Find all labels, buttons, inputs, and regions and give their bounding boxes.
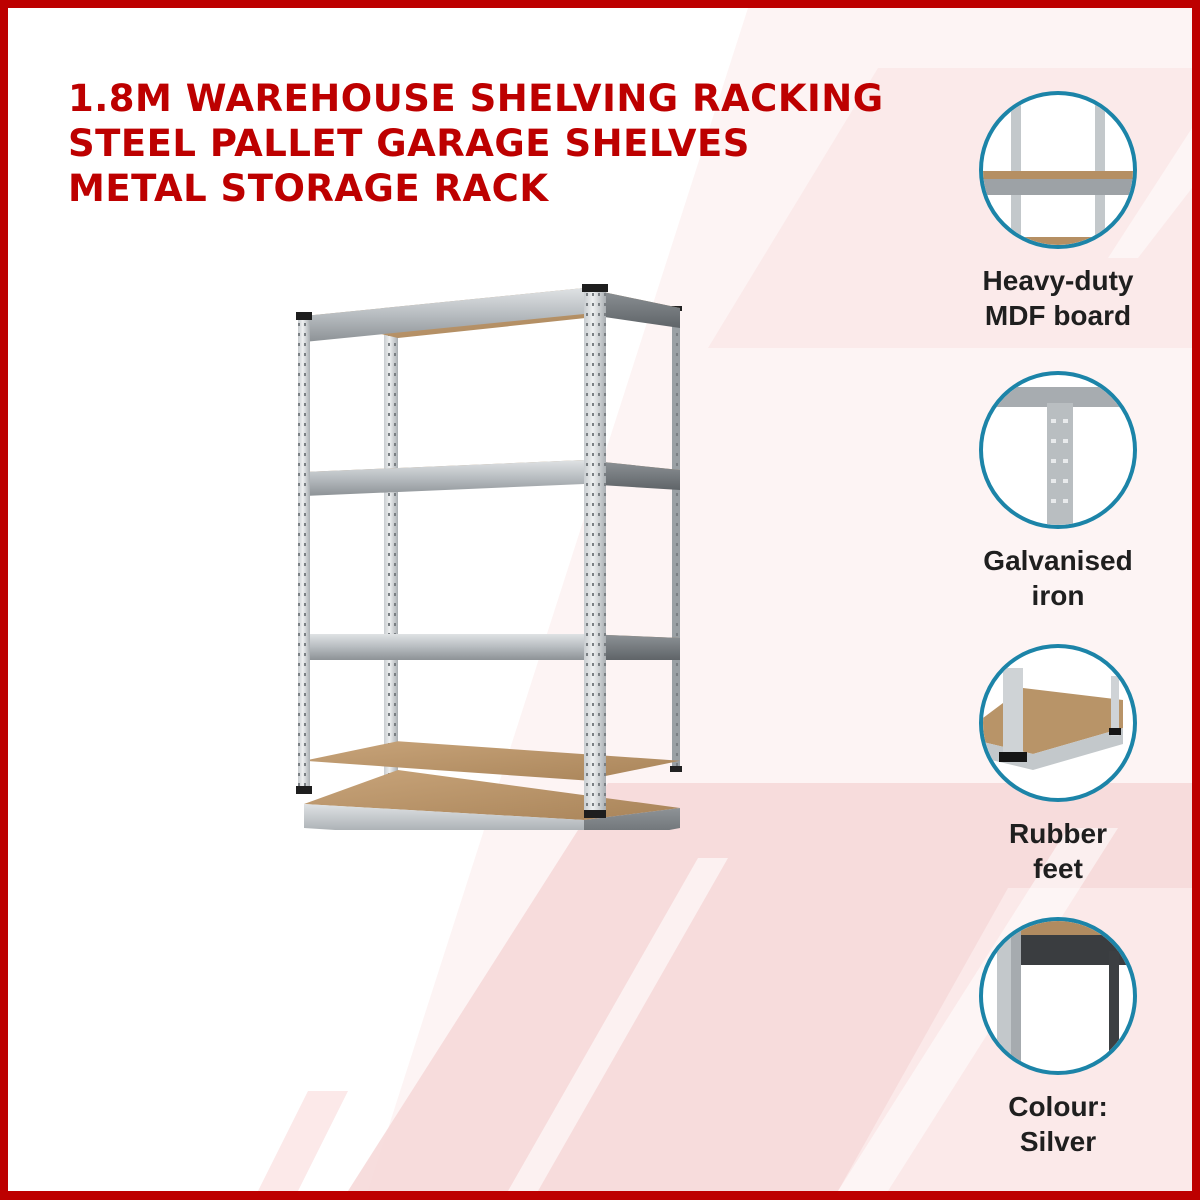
feature-caption: Heavy-duty MDF board — [982, 265, 1134, 331]
feature-colour-silver: Colour: Silver — [968, 917, 1148, 1159]
mdf-board-closeup-icon — [979, 91, 1137, 249]
title-line-2: STEEL PALLET GARAGE SHELVES — [68, 122, 750, 165]
feature-caption: Colour: Silver — [1008, 1091, 1108, 1157]
feature-rubber-feet: Rubber feet — [968, 644, 1148, 886]
feature-caption: Galvanised iron — [983, 545, 1133, 611]
feature-mdf-board: Heavy-duty MDF board — [968, 91, 1148, 333]
shelving-rack-image — [278, 270, 698, 846]
product-title: 1.8M WAREHOUSE SHELVING RACKING STEEL PA… — [68, 76, 968, 211]
silver-colour-closeup-icon — [979, 917, 1137, 1075]
feature-caption: Rubber feet — [1009, 818, 1107, 884]
title-line-3: METAL STORAGE RACK — [68, 167, 549, 210]
galvanised-upright-closeup-icon — [979, 371, 1137, 529]
rubber-feet-closeup-icon — [979, 644, 1137, 802]
title-line-1: 1.8M WAREHOUSE SHELVING RACKING — [68, 77, 884, 120]
feature-galvanised-iron: Galvanised iron — [968, 371, 1148, 613]
